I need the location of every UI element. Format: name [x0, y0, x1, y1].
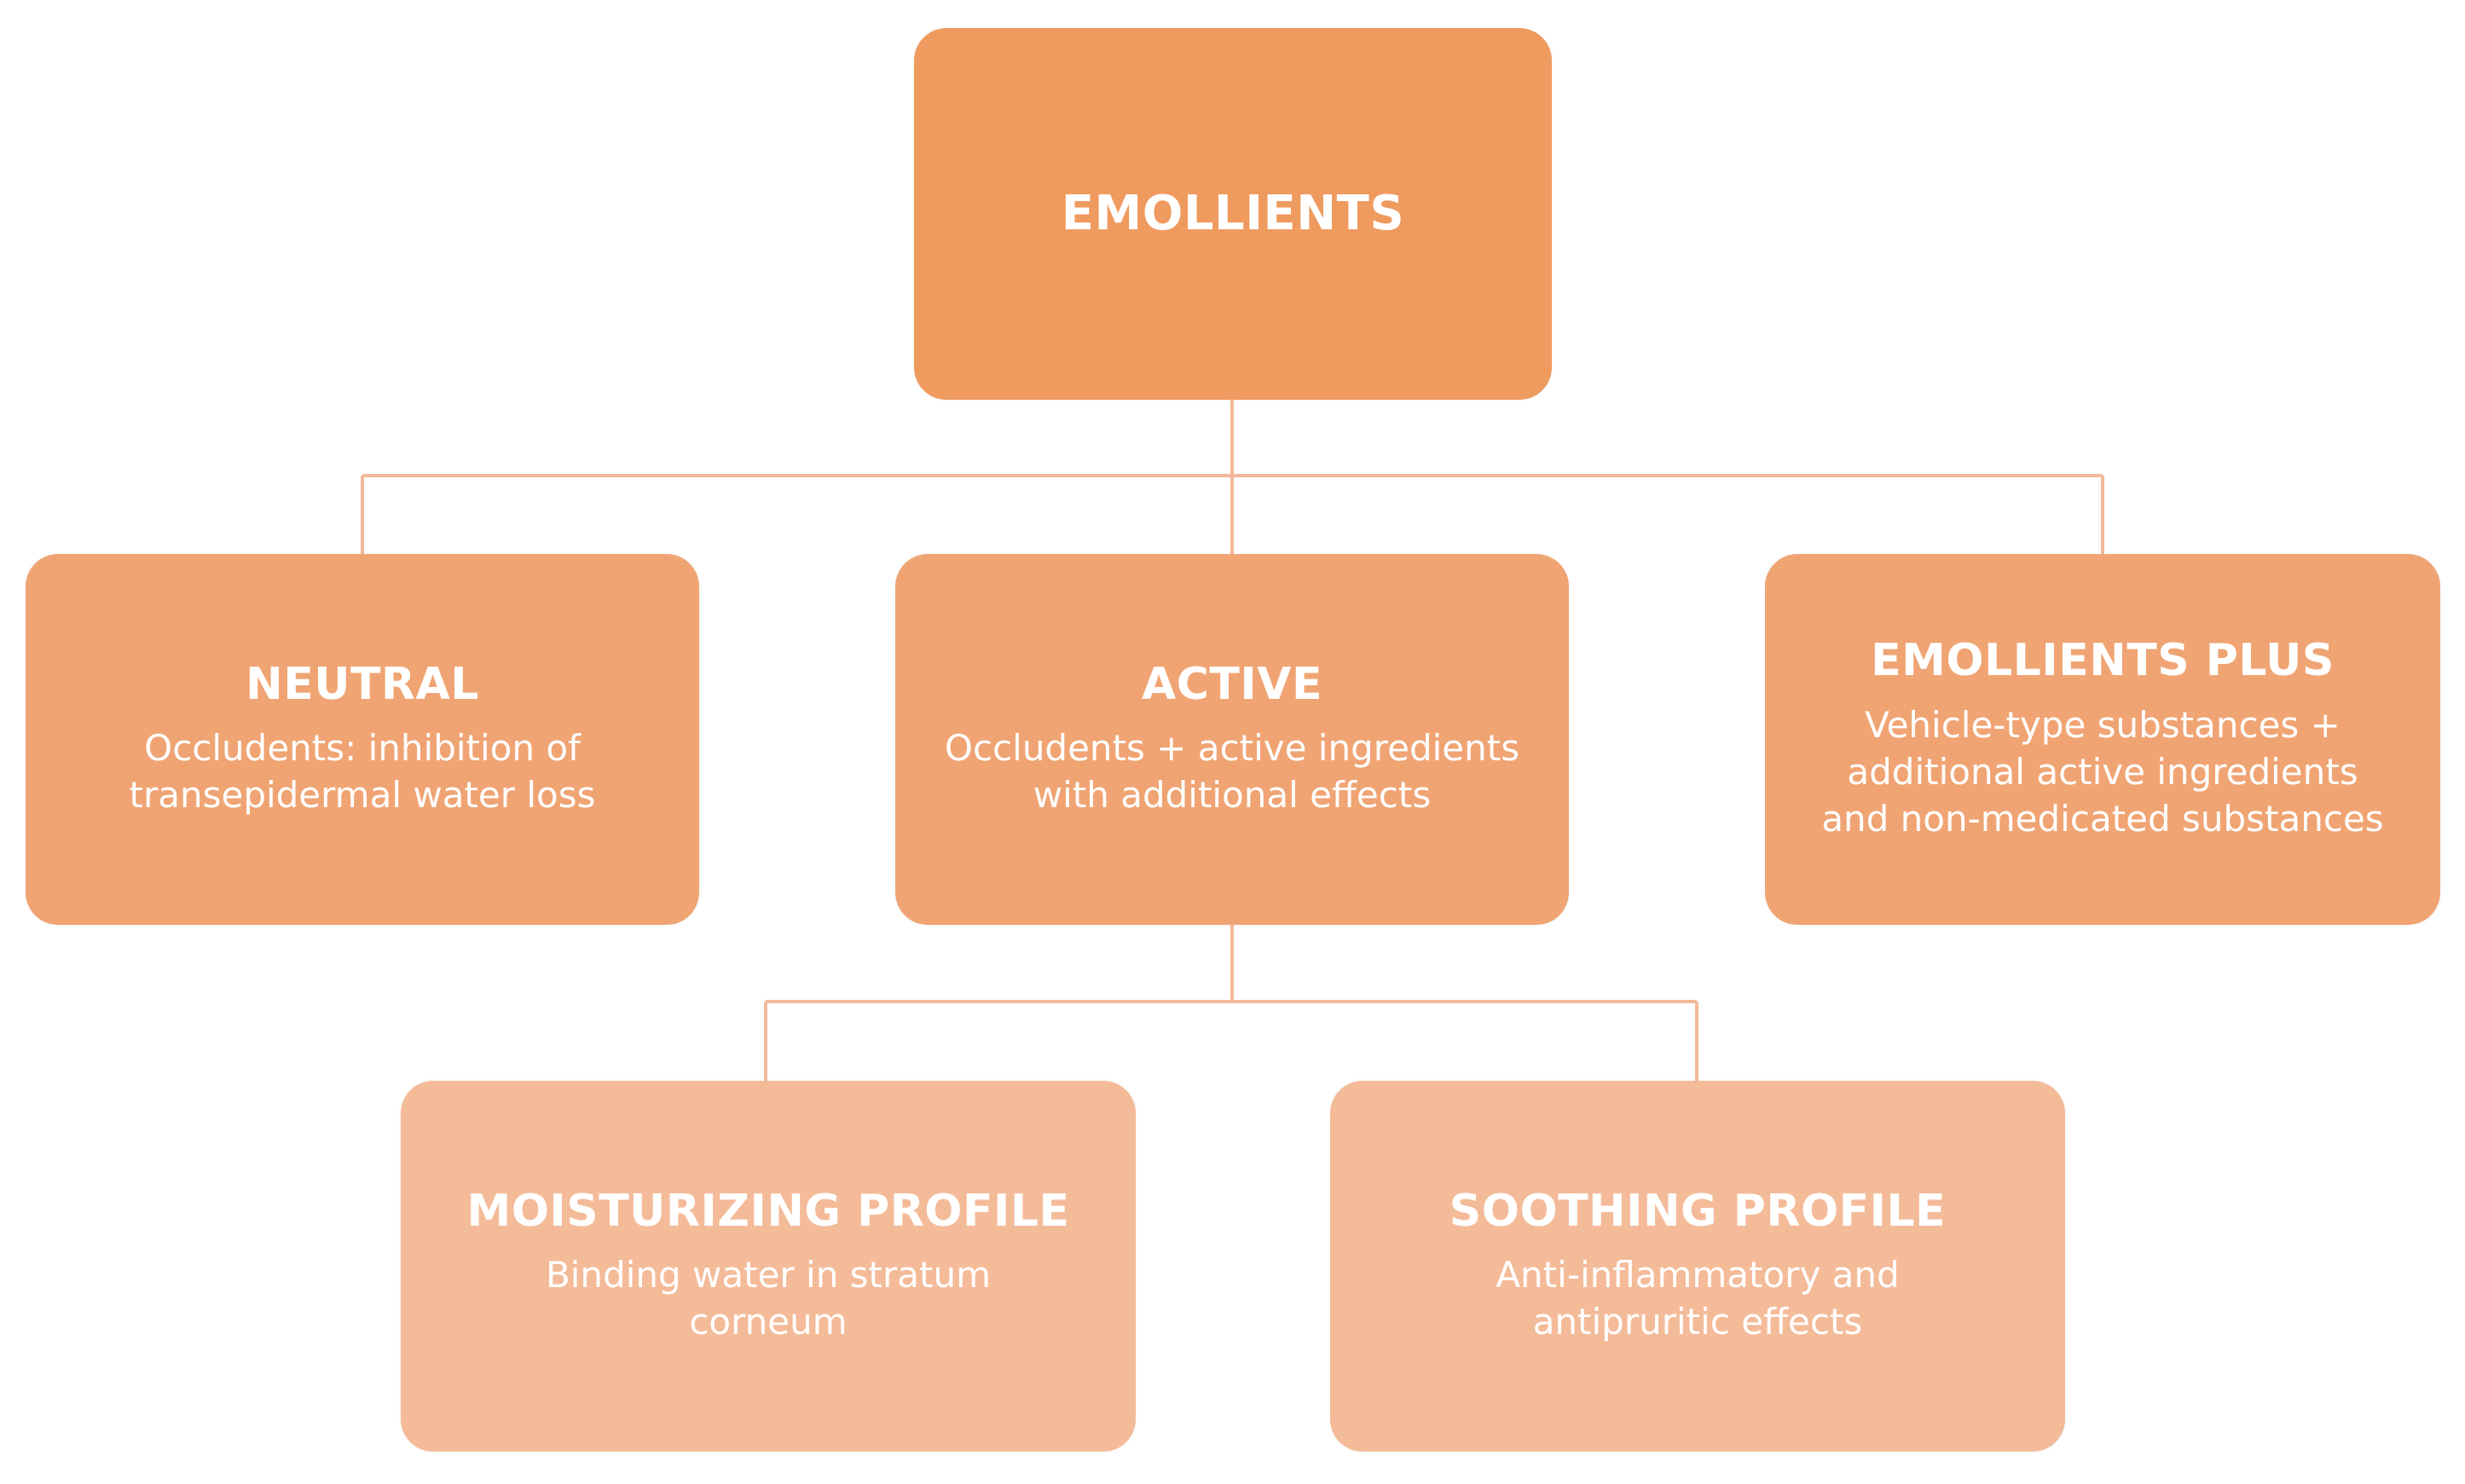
node-moisturizing-profile-description: Binding water in stratum corneum [545, 1254, 992, 1343]
node-moisturizing-profile-title: MOISTURIZING PROFILE [466, 1185, 1070, 1237]
node-active: ACTIVE Occludents + active ingredients w… [895, 554, 1569, 925]
node-neutral-title: NEUTRAL [246, 658, 479, 710]
node-emollients-plus: EMOLLIENTS PLUS Vehicle-type substances … [1765, 554, 2440, 925]
node-active-title: ACTIVE [1142, 658, 1322, 710]
node-emollients-plus-title: EMOLLIENTS PLUS [1871, 635, 2335, 687]
node-soothing-profile-description: Anti-inflammatory and antipruritic effec… [1496, 1254, 1900, 1343]
node-active-description: Occludents + active ingredients with add… [944, 727, 1520, 817]
node-soothing-profile-title: SOOTHING PROFILE [1449, 1185, 1947, 1237]
node-emollients-plus-description: Vehicle-type substances + additional act… [1821, 703, 2384, 840]
node-emollients-title: EMOLLIENTS [1061, 186, 1405, 242]
node-soothing-profile: SOOTHING PROFILE Anti-inflammatory and a… [1330, 1081, 2065, 1452]
node-neutral: NEUTRAL Occludents: inhibition of transe… [26, 554, 699, 925]
node-emollients: EMOLLIENTS [914, 28, 1552, 400]
node-neutral-description: Occludents: inhibition of transepidermal… [129, 727, 596, 817]
node-moisturizing-profile: MOISTURIZING PROFILE Binding water in st… [401, 1081, 1136, 1452]
